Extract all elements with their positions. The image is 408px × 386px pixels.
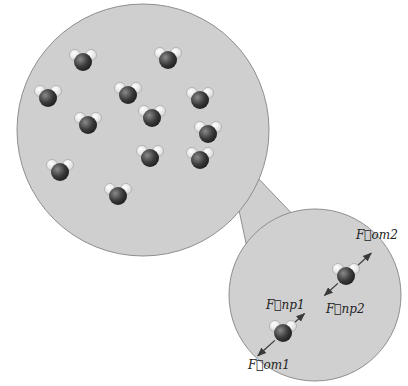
oxygen-atom — [109, 187, 127, 205]
zoom-circle-outline — [229, 209, 401, 381]
force-label: F⃗от2 — [356, 228, 398, 242]
force-label: F⃗пр2 — [326, 302, 365, 316]
water-molecule — [333, 264, 360, 286]
molecule-group — [35, 48, 222, 206]
force-arrow — [258, 340, 275, 355]
oxygen-atom — [191, 151, 209, 169]
oxygen-atom — [119, 86, 137, 104]
water-molecule — [187, 88, 214, 110]
water-molecule — [47, 160, 74, 182]
oxygen-atom — [51, 163, 69, 181]
oxygen-atom — [141, 149, 159, 167]
sample-circle — [17, 4, 269, 256]
force-arrow — [324, 283, 337, 295]
water-molecule — [270, 321, 297, 343]
water-molecule — [137, 146, 164, 168]
force-label: F⃗от1 — [248, 358, 290, 372]
oxygen-atom — [159, 51, 177, 69]
water-molecule — [139, 106, 166, 128]
water-molecule — [115, 83, 142, 105]
water-molecule — [35, 86, 62, 108]
water-molecule — [70, 50, 97, 72]
water-molecule — [105, 184, 132, 206]
oxygen-atom — [79, 116, 97, 134]
oxygen-atom — [191, 91, 209, 109]
zoom-circle: F⃗от2F⃗пр1 F⃗пр2F⃗от1 — [228, 208, 402, 382]
oxygen-atom — [337, 267, 355, 285]
oxygen-atom — [274, 324, 292, 342]
force-label: F⃗пр1 — [266, 298, 305, 312]
water-molecule — [195, 122, 222, 144]
water-molecule — [155, 48, 182, 70]
oxygen-atom — [199, 125, 217, 143]
oxygen-atom — [74, 53, 92, 71]
water-molecule — [187, 148, 214, 170]
oxygen-atom — [143, 109, 161, 127]
oxygen-atom — [39, 89, 57, 107]
water-molecule — [75, 113, 102, 135]
